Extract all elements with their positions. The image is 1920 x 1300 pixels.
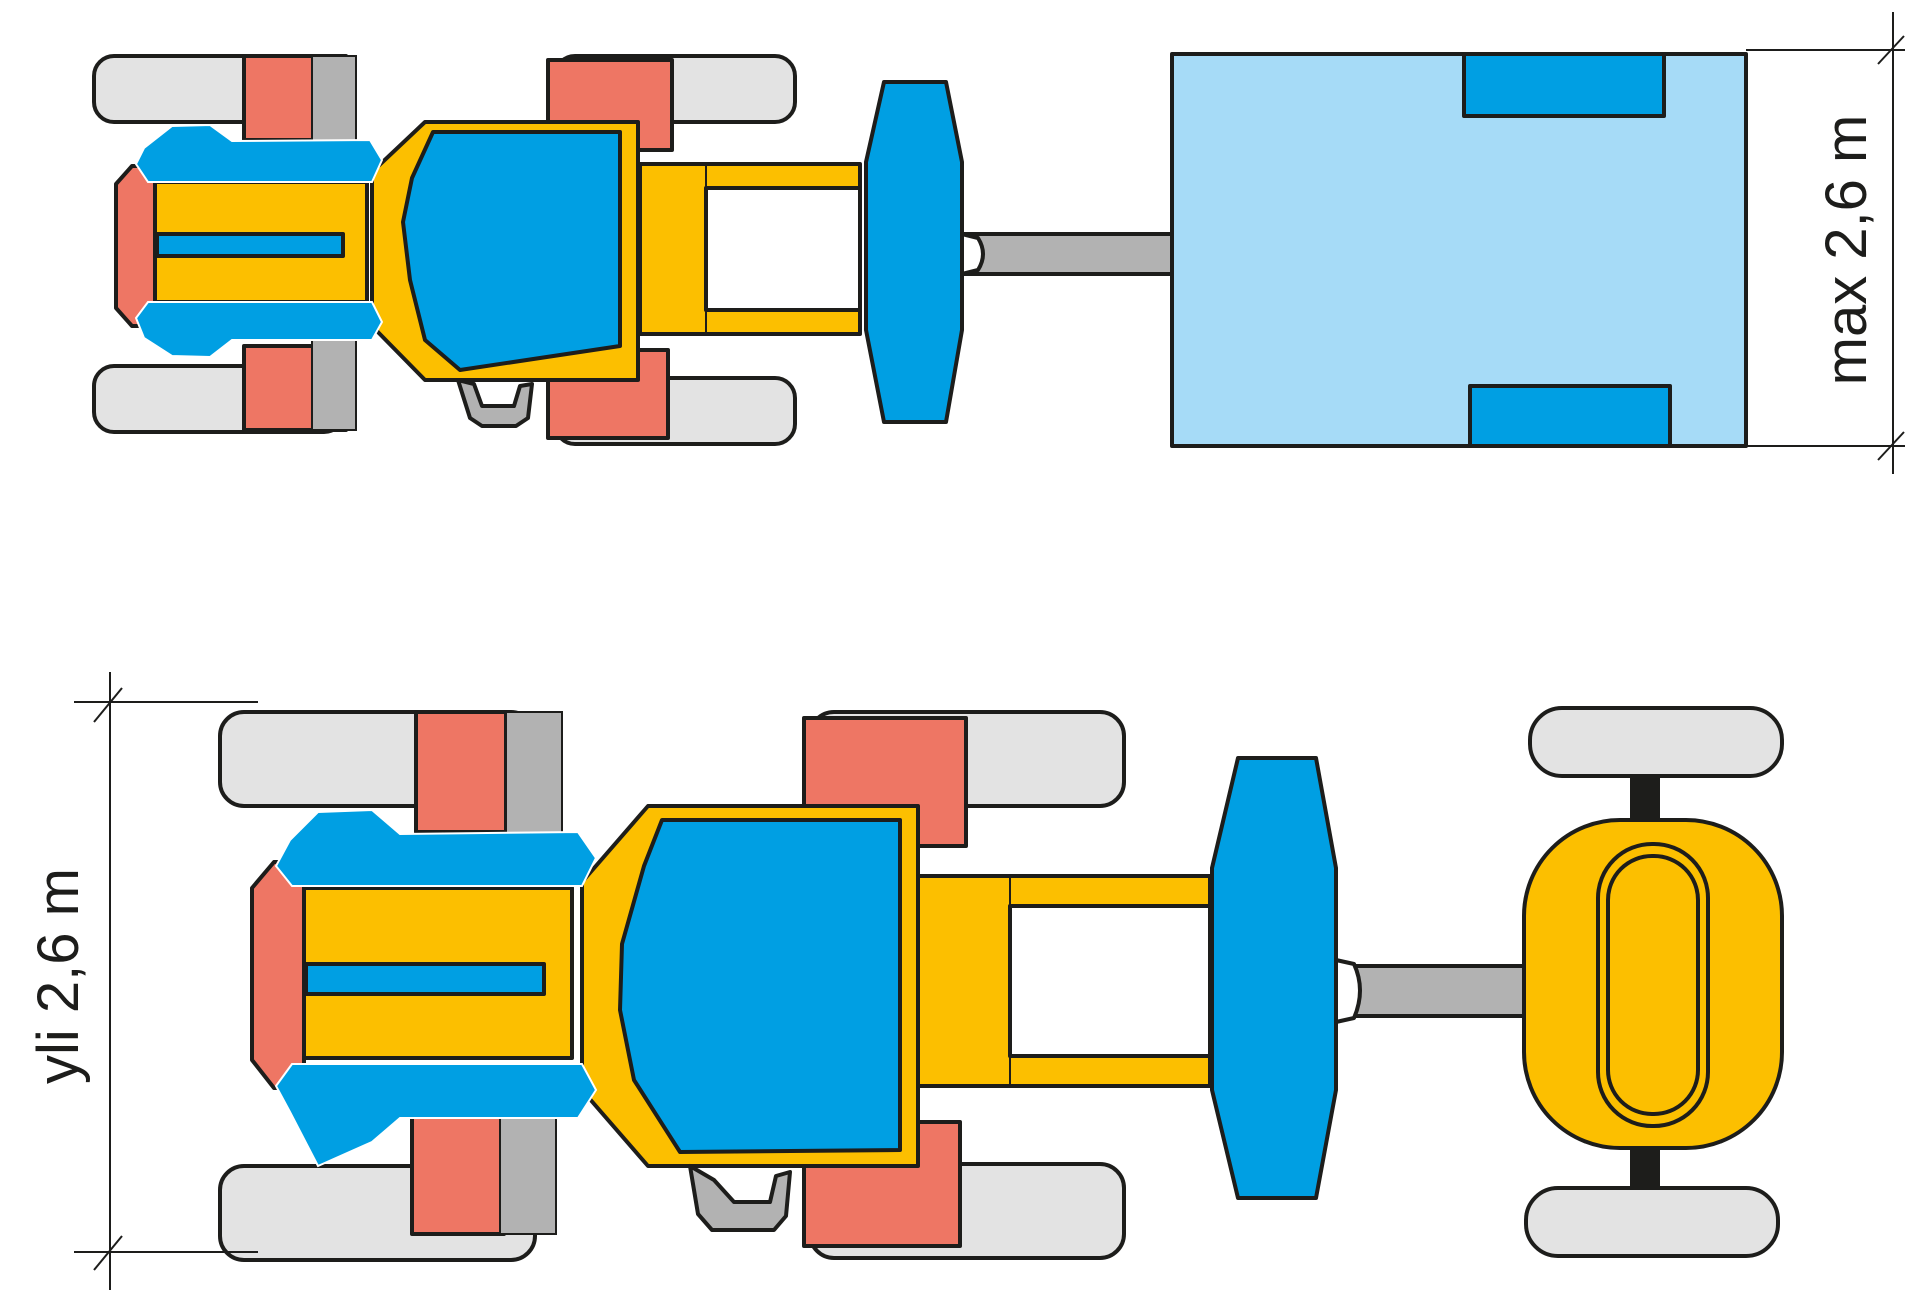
trailer (1170, 52, 1748, 448)
front-chassis-bottom (916, 874, 1212, 1088)
fenders-top (134, 123, 384, 359)
front-chassis-top (638, 162, 862, 336)
front-weight-top (864, 80, 964, 424)
tractor-with-front-implement (218, 706, 1784, 1262)
dimension-label-bottom: yli 2,6 m (26, 868, 91, 1084)
cab-top (401, 130, 622, 372)
front-implement (1522, 706, 1784, 1258)
rear-hood-bottom (250, 860, 306, 1090)
tractor-with-trailer (92, 52, 1748, 448)
rear-wheels-bottom (218, 710, 563, 1262)
drawbar-bottom (1334, 958, 1532, 1024)
drawbar-top (960, 232, 1174, 276)
step-bottom (688, 1164, 792, 1232)
dimension-label-top: max 2,6 m (1814, 115, 1879, 386)
front-weight-bottom (1210, 756, 1338, 1200)
dimension-over-width: yli 2,6 m (26, 672, 258, 1290)
cab-bottom (618, 818, 902, 1154)
fenders-bottom (274, 808, 598, 1168)
step-top (456, 378, 534, 428)
front-wheels-bottom (802, 710, 1126, 1260)
dimension-max-width: max 2,6 m (1746, 12, 1905, 474)
